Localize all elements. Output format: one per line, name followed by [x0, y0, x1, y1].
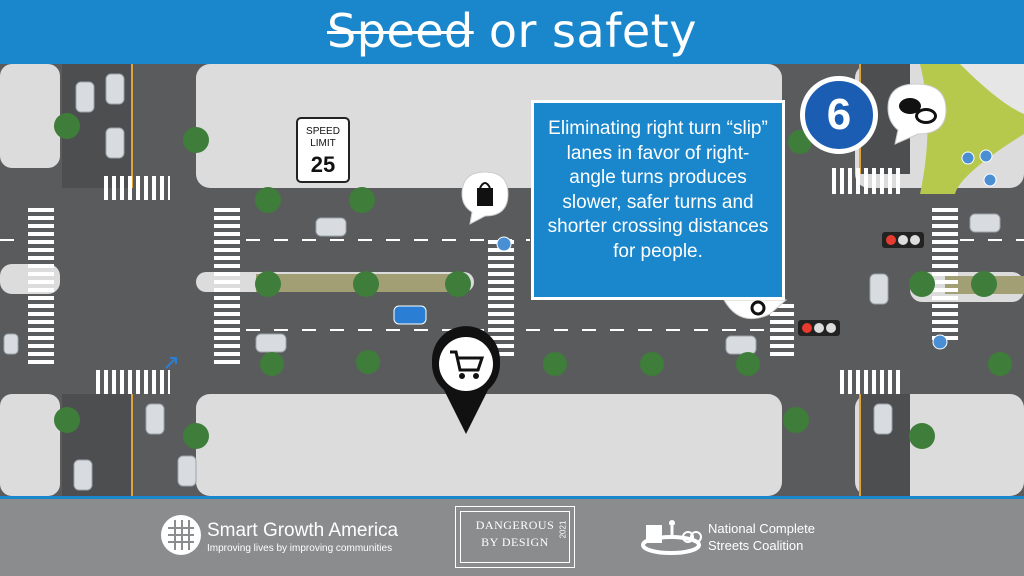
ncsc-line2: Streets Coalition: [708, 538, 804, 553]
callout-box: Eliminating right turn “slip” lanes in f…: [531, 100, 785, 300]
sga-name: Smart Growth America: [207, 520, 399, 541]
traffic-light-icon: [798, 232, 924, 336]
trees: [54, 113, 1012, 449]
sign-line1: SPEED: [306, 126, 340, 137]
ncsc-name: National Complete Streets Coalition: [708, 520, 815, 554]
dbd-year: 2021: [558, 520, 568, 539]
sign-line2: LIMIT: [310, 138, 336, 149]
crosswalks: [28, 168, 958, 394]
chat-bubbles-icon: [887, 83, 947, 145]
car-icon: [393, 305, 427, 325]
dbd-line2: BY DESIGN: [481, 535, 549, 549]
smart-growth-america-logo: [161, 515, 201, 555]
ncsc-logo: [641, 520, 702, 555]
header-bar: Speed or safety: [0, 0, 1024, 64]
sga-tagline: Improving lives by improving communities: [207, 543, 393, 554]
shopping-bag-icon: [461, 171, 509, 225]
title-struck-word: Speed: [327, 4, 474, 58]
dbd-line1: DANGEROUS: [475, 518, 555, 532]
pedestrian-icon: [496, 149, 997, 350]
sign-speed: 25: [311, 152, 335, 177]
title-rest: or safety: [473, 4, 697, 58]
page-title: Speed or safety: [0, 4, 1024, 58]
ncsc-line1: National Complete: [708, 521, 815, 536]
speed-limit-sign: SPEED LIMIT 25: [296, 117, 350, 183]
parked-cars: [3, 73, 1001, 491]
dangerous-by-design-logo: DANGEROUS BY DESIGN 2021: [455, 506, 575, 568]
shopping-cart-pin-icon: [432, 326, 500, 434]
step-number-badge: 6: [800, 76, 878, 154]
